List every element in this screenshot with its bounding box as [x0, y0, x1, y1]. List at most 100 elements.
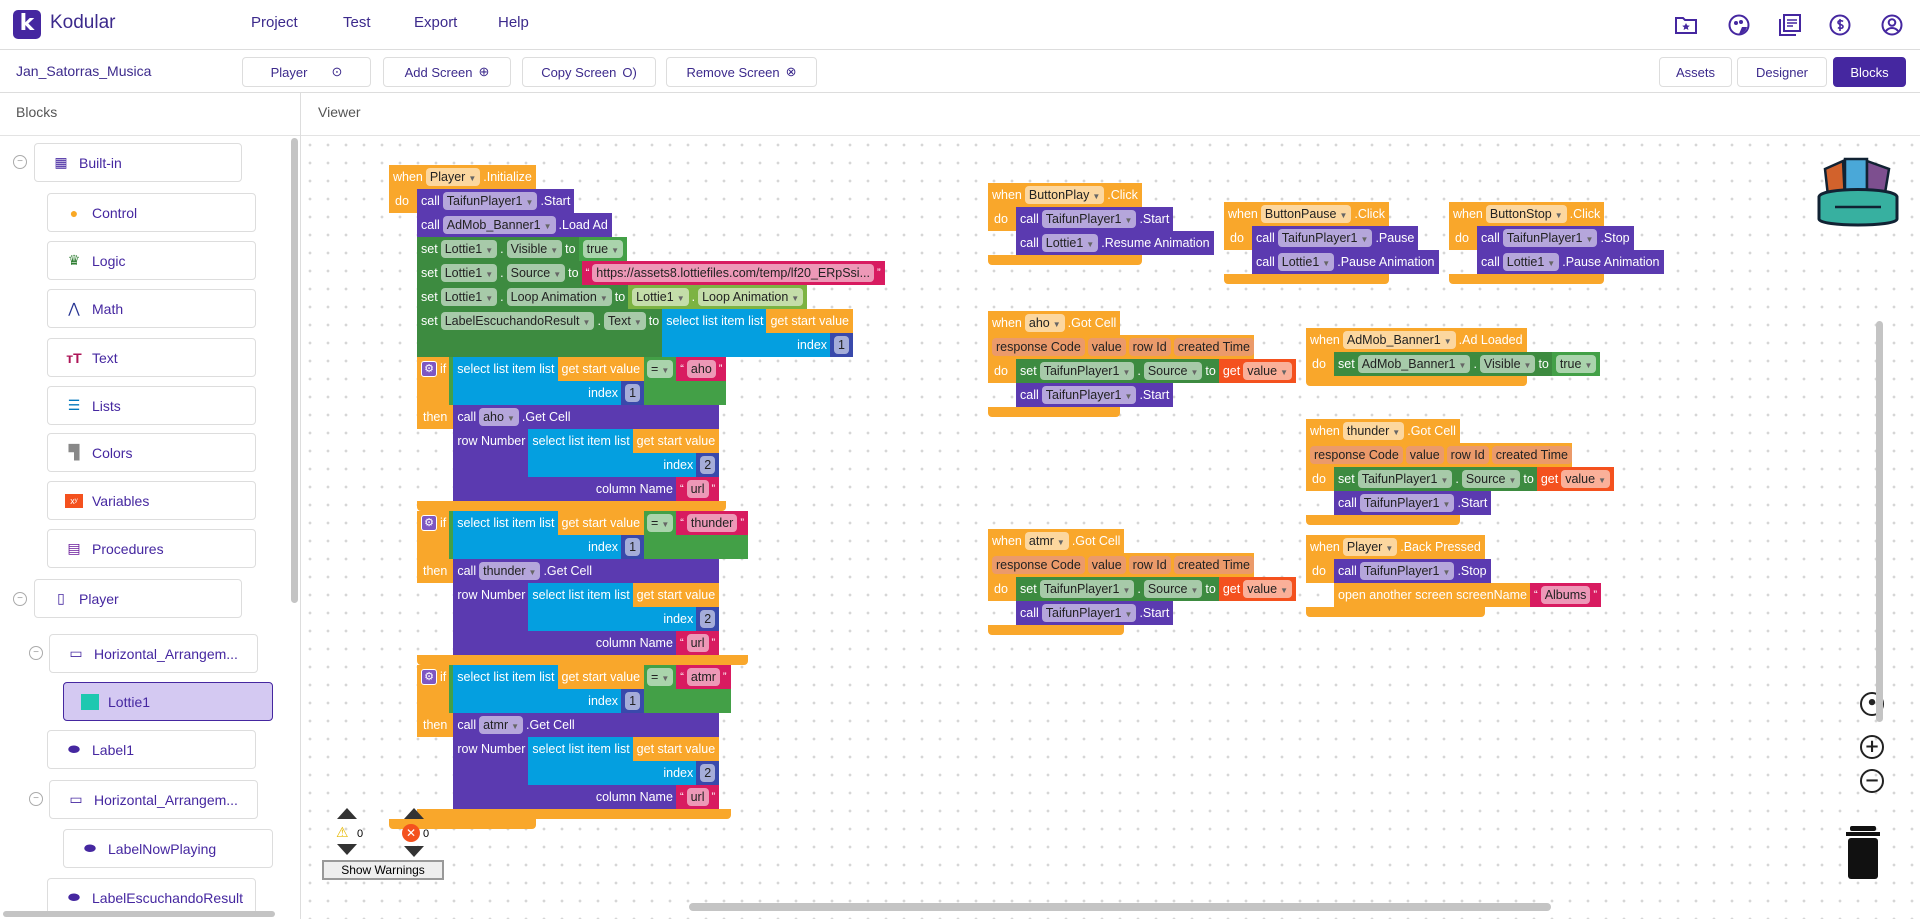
dropdown-field[interactable]: ButtonPause▼ [1260, 205, 1352, 223]
block-math[interactable]: 1 [621, 535, 645, 559]
value-field[interactable]: 1 [625, 538, 641, 556]
dropdown-field[interactable]: Source▼ [1143, 580, 1203, 598]
dropdown-field[interactable]: aho▼ [479, 408, 519, 426]
value-field[interactable]: 1 [834, 336, 849, 354]
workspace-horizontal-scrollbar[interactable] [689, 903, 1551, 911]
sidebar-item-control[interactable]: ●Control [47, 193, 256, 232]
add-screen-button[interactable]: Add Screen⊕ [383, 57, 511, 87]
sidebar-item-label1[interactable]: ⬬Label1 [47, 730, 256, 769]
dropdown-field[interactable]: TaifunPlayer1▼ [442, 192, 538, 210]
dropdown-field[interactable]: TaifunPlayer1▼ [1357, 470, 1453, 488]
dropdown-field[interactable]: atmr▼ [1024, 532, 1069, 550]
dropdown-field[interactable]: atmr▼ [479, 716, 524, 734]
sidebar-item-colors[interactable]: ▜Colors [47, 433, 256, 472]
value-field[interactable]: url [686, 634, 709, 652]
value-field[interactable]: url [686, 480, 709, 498]
gear-icon[interactable]: ⚙ [421, 515, 437, 531]
event-parameter[interactable]: created Time [1491, 446, 1572, 464]
sidebar-item-lists[interactable]: ☰Lists [47, 386, 256, 425]
menu-project[interactable]: Project [251, 14, 298, 31]
block-text[interactable]: “aho” [676, 357, 727, 381]
block-logic[interactable]: true▼ [578, 237, 628, 261]
sidebar-vertical-scrollbar[interactable] [291, 138, 298, 603]
dropdown-field[interactable]: Source▼ [506, 264, 566, 282]
dropdown-field[interactable]: Lottie1▼ [632, 288, 689, 306]
remove-screen-button[interactable]: Remove Screen⊗ [666, 57, 817, 87]
dropdown-field[interactable]: Loop Animation▼ [698, 288, 804, 306]
dropdown-field[interactable]: AdMob_Banner1▼ [442, 216, 556, 234]
value-field[interactable]: atmr [686, 668, 720, 686]
value-field[interactable]: url [686, 788, 709, 806]
value-field[interactable]: 2 [700, 610, 716, 628]
workspace-vertical-scrollbar[interactable] [1876, 321, 1883, 722]
block-event[interactable]: get start value [557, 665, 645, 689]
event-parameter[interactable]: response Code [1310, 446, 1403, 464]
dropdown-field[interactable]: Lottie1▼ [440, 240, 498, 258]
error-next-icon[interactable] [404, 846, 424, 857]
account-icon[interactable] [1879, 12, 1905, 38]
dropdown-field[interactable]: TaifunPlayer1▼ [1041, 386, 1137, 404]
block-math[interactable]: 2 [696, 761, 720, 785]
gear-icon[interactable]: ⚙ [421, 361, 437, 377]
event-parameter[interactable]: response Code [992, 556, 1085, 574]
sidebar-item-labelnowplaying[interactable]: ⬬LabelNowPlaying [63, 829, 273, 868]
dropdown-field[interactable]: Lottie1▼ [440, 264, 498, 282]
theme-icon[interactable] [1726, 12, 1752, 38]
sidebar-horizontal-scrollbar[interactable] [3, 911, 275, 917]
dropdown-field[interactable]: TaifunPlayer1▼ [1041, 604, 1137, 622]
block-event[interactable]: get start value [557, 511, 645, 535]
event-parameter[interactable]: created Time [1173, 338, 1254, 356]
value-field[interactable]: 1 [625, 692, 641, 710]
dropdown-field[interactable]: Lottie1▼ [1502, 253, 1560, 271]
zoom-in-icon[interactable]: + [1860, 735, 1884, 759]
assets-button[interactable]: Assets [1659, 57, 1732, 87]
folder-star-icon[interactable] [1673, 12, 1699, 38]
block-text[interactable]: “url” [675, 785, 720, 809]
dropdown-field[interactable]: TaifunPlayer1▼ [1359, 494, 1455, 512]
event-parameter[interactable]: row Id [1128, 556, 1171, 574]
error-prev-icon[interactable] [404, 808, 424, 819]
dropdown-field[interactable]: thunder▼ [1342, 422, 1405, 440]
sidebar-item-math[interactable]: ⋀Math [47, 289, 256, 328]
block-math[interactable]: 1 [830, 333, 853, 357]
trash-icon[interactable] [1846, 826, 1880, 879]
zoom-out-icon[interactable]: − [1860, 769, 1884, 793]
sidebar-item-lottie1[interactable]: Lottie1 [63, 682, 273, 721]
event-parameter[interactable]: row Id [1446, 446, 1489, 464]
menu-export[interactable]: Export [414, 14, 458, 31]
dropdown-field[interactable]: true▼ [582, 240, 624, 258]
dropdown-field[interactable]: TaifunPlayer1▼ [1041, 210, 1137, 228]
value-field[interactable]: 2 [700, 764, 716, 782]
block-math[interactable]: 1 [621, 689, 645, 713]
